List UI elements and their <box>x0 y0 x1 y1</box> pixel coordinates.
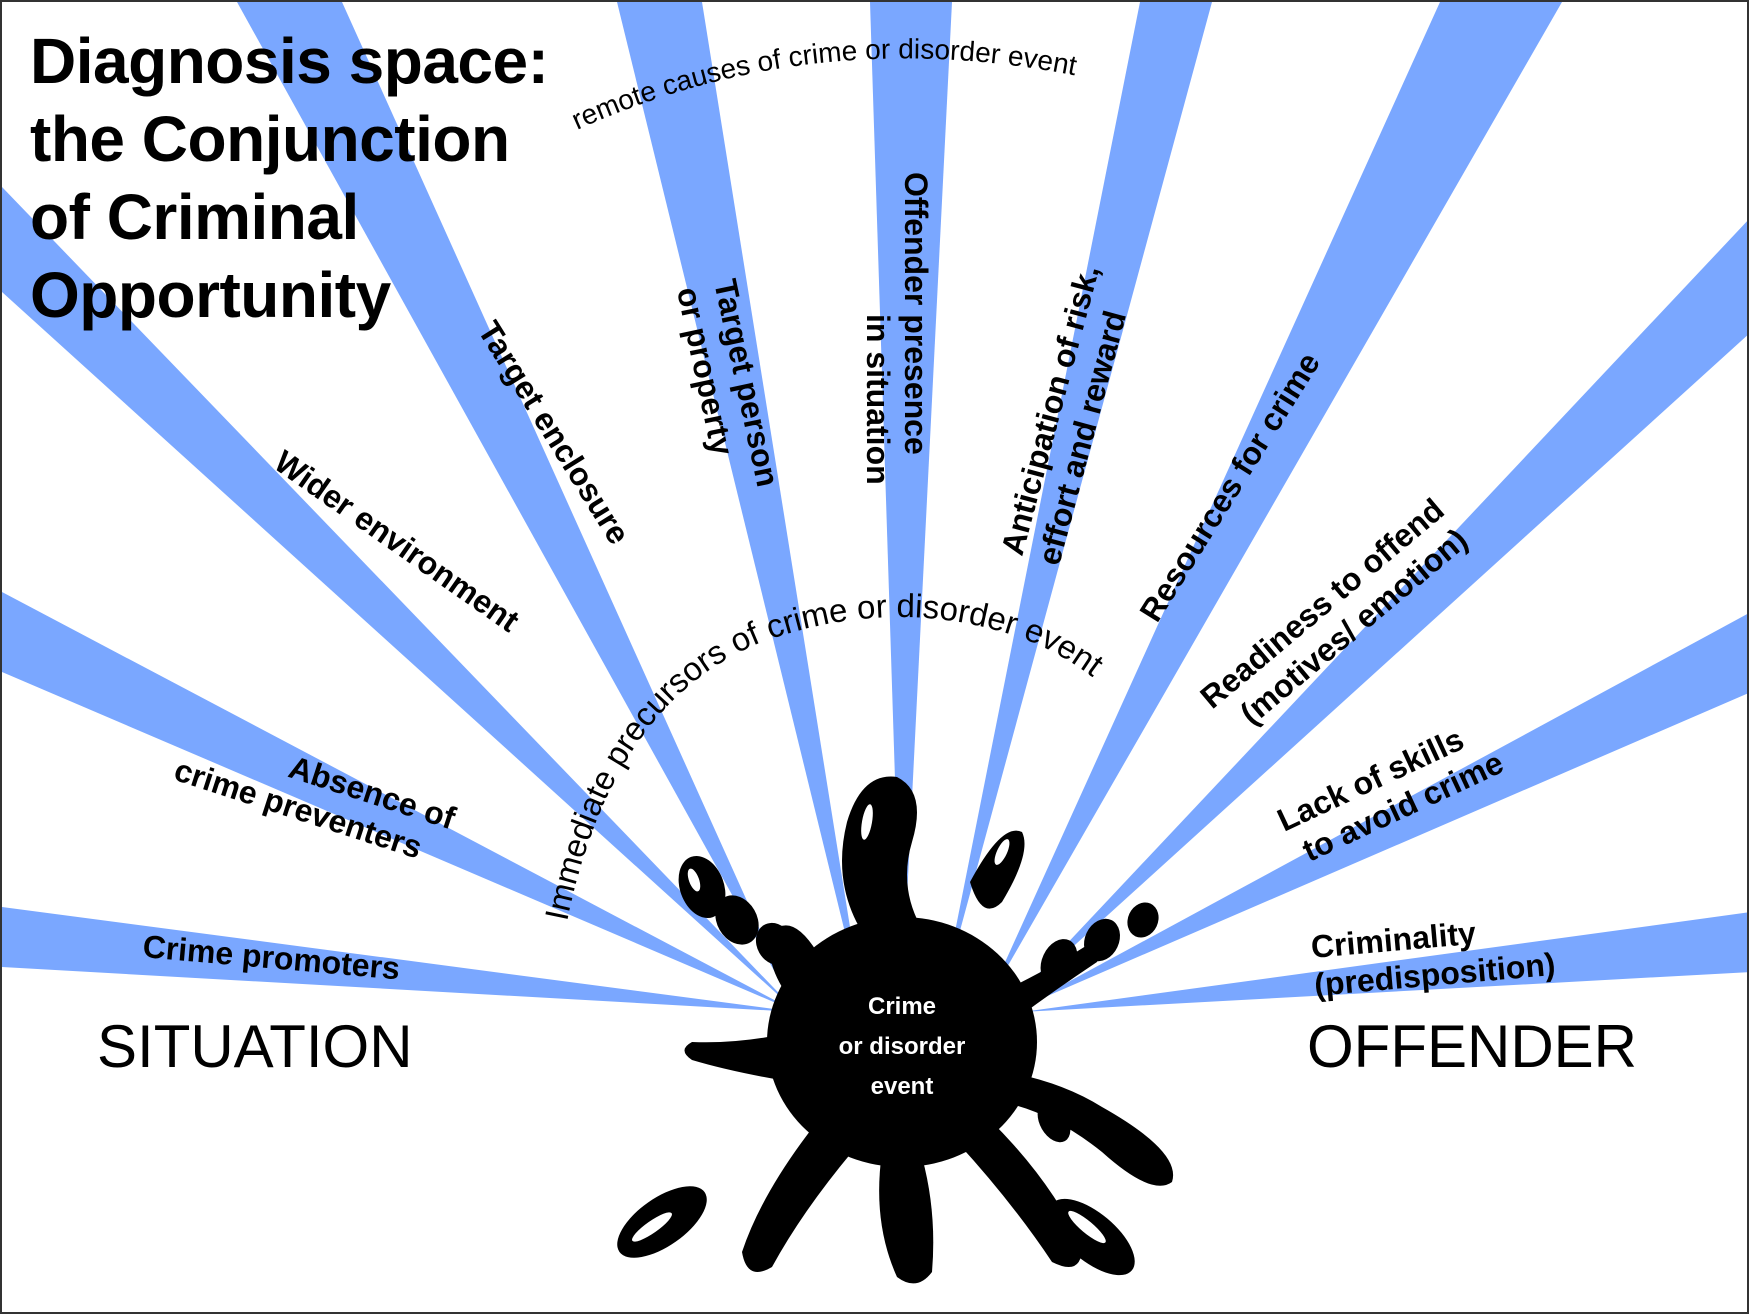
title-line-3: of Criminal <box>30 181 359 253</box>
ray-resources <box>987 2 1562 1002</box>
splat-drop-7 <box>1127 902 1159 938</box>
splat-drop-2 <box>715 895 759 945</box>
splat-arm-top <box>842 776 927 937</box>
ray-criminality <box>1022 912 1747 1012</box>
ray-lack-of-skills <box>1022 614 1747 1007</box>
resources-line-1: Resources for crime <box>1132 346 1327 628</box>
highlight-1 <box>861 804 873 840</box>
label-criminality: Criminality (predisposition) <box>1309 908 1556 1003</box>
crime-splat <box>617 776 1174 1284</box>
splat-arm-leftlow <box>684 1032 792 1082</box>
ray-fan <box>2 2 1747 1012</box>
title-line-4: Opportunity <box>30 259 391 331</box>
label-offender-presence: Offender presence in situation <box>860 172 934 485</box>
splat-arm-right <box>1002 1072 1174 1186</box>
offender-presence-line-2: in situation <box>860 314 896 485</box>
highlight-4 <box>632 1212 672 1242</box>
ray-crime-promoters <box>2 907 797 1012</box>
splat-drop-6 <box>1084 918 1120 962</box>
highlight-2 <box>687 868 701 892</box>
ray-target-person <box>617 2 862 1002</box>
ray-absence-of-preventers <box>2 592 797 1012</box>
ray-anticipation <box>942 2 1212 997</box>
splat-drop-10 <box>1037 1101 1071 1143</box>
highlight-5 <box>1068 1210 1106 1244</box>
offender-label: OFFENDER <box>1307 1013 1637 1080</box>
splat-highlights <box>632 804 1106 1244</box>
title-line-2: the Conjunction <box>30 103 510 175</box>
ray-target-enclosure <box>237 2 797 1012</box>
splat-arm-bottomright <box>957 1122 1082 1267</box>
splat-drop-4 <box>970 830 1025 909</box>
center-line-2: or disorder <box>839 1033 966 1060</box>
title-line-1: Diagnosis space: <box>30 25 549 97</box>
center-line-3: event <box>871 1073 934 1100</box>
offender-presence-line-1: Offender presence <box>898 172 934 455</box>
ray-readiness <box>1012 221 1747 1002</box>
splat-arm-bottom <box>879 1152 934 1284</box>
situation-label: SITUATION <box>97 1013 413 1080</box>
splat-drop-5 <box>1040 939 1078 985</box>
center-line-1: Crime <box>868 993 936 1020</box>
label-resources: Resources for crime <box>1132 346 1327 628</box>
ray-offender-presence <box>870 2 952 997</box>
highlight-3 <box>994 839 1010 865</box>
splat-drop-3 <box>755 922 795 966</box>
diagram-title: Diagnosis space: the Conjunction of Crim… <box>30 22 590 334</box>
ray-wider-environment <box>2 187 797 1012</box>
splat-arm-bottomleft <box>742 1122 852 1272</box>
